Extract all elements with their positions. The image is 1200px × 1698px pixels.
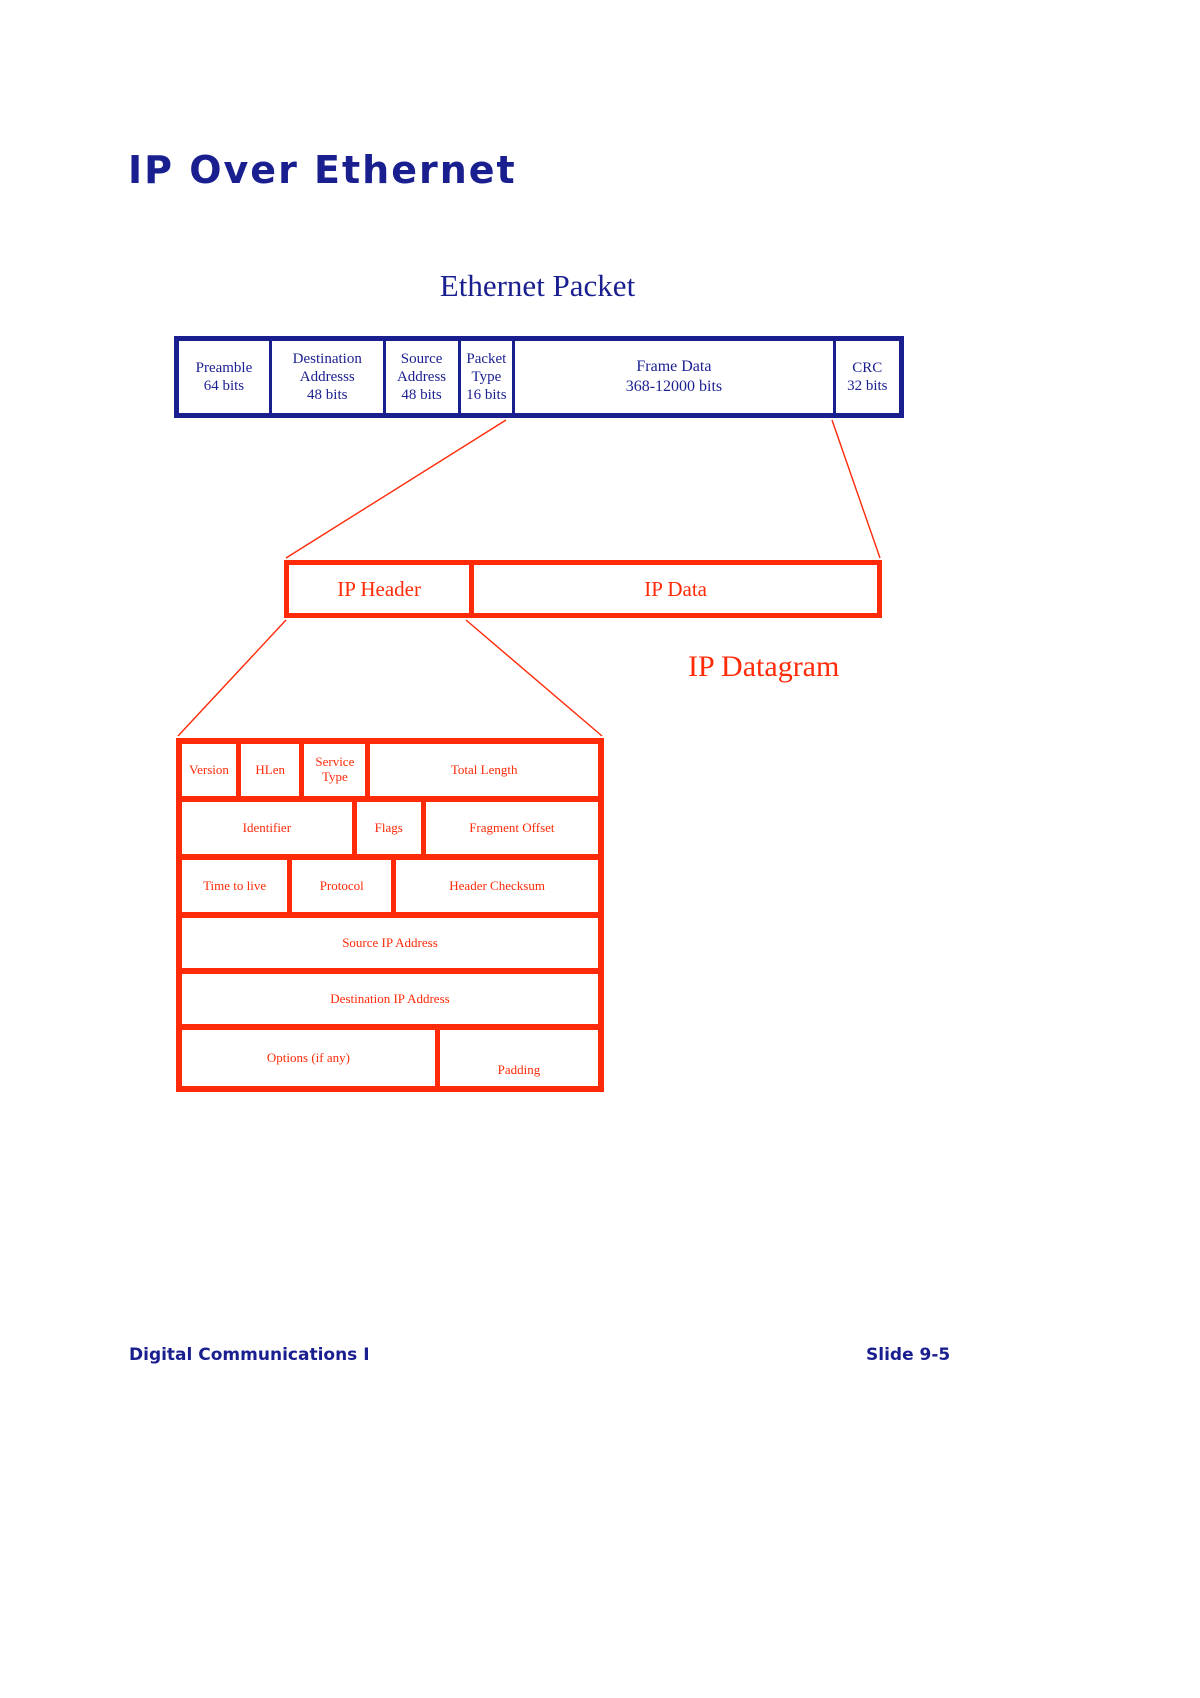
ip-field-service-type-line1: Service (315, 754, 355, 770)
ip-field-time-to-live: Time to live (182, 860, 293, 912)
ethernet-field-frame-data: Frame Data 368-12000 bits (515, 341, 836, 413)
ip-header-row-6: Options (if any) Padding (182, 1030, 598, 1092)
ethernet-packet-heading: Ethernet Packet (439, 268, 636, 303)
ethernet-field-source-line1: Source (400, 350, 443, 367)
ethernet-field-destination-line2: Addresss (299, 368, 355, 385)
ethernet-field-preamble-line2: 64 bits (203, 378, 245, 394)
ip-header-row-3: Time to live Protocol Header Checksum (182, 860, 598, 918)
ethernet-field-destination-line1: Destination (292, 350, 362, 367)
ethernet-field-preamble: Preamble 64 bits (179, 341, 272, 413)
ethernet-field-packet-type-line1: Packet (466, 350, 507, 367)
ip-field-header-checksum: Header Checksum (449, 877, 545, 893)
ethernet-field-crc: CRC 32 bits (836, 341, 899, 413)
ethernet-packet-row: Preamble 64 bits Destination Addresss 48… (174, 336, 904, 418)
ethernet-field-source-line3: 48 bits (401, 387, 442, 404)
ethernet-field-preamble-line1: Preamble (195, 359, 253, 376)
ethernet-field-packet-type-line2: Type (471, 368, 502, 385)
ip-header-cell: IP Header (289, 565, 475, 613)
footer-slide-number: Slide 9-5 (866, 1345, 951, 1365)
ip-header-detail-table: Version HLen Service Type Total Length I… (176, 738, 604, 1092)
ip-datagram-label: IP Datagram (688, 650, 840, 683)
ip-field-service-type: Service Type (304, 744, 371, 796)
ip-header-row-1: Version HLen Service Type Total Length (182, 744, 598, 802)
ip-field-version: Version (182, 744, 242, 796)
ip-header-row-4: Source IP Address (182, 918, 598, 974)
ip-field-protocol: Protocol (292, 860, 397, 912)
page-title: IP Over Ethernet (128, 148, 517, 192)
ip-field-total-length: Total Length (450, 761, 518, 777)
ip-field-identifier: Identifier (182, 802, 357, 854)
ip-header-row-2: Identifier Flags Fragment Offset (182, 802, 598, 860)
ip-field-options: Options (if any) (182, 1030, 440, 1086)
ethernet-field-source-address: Source Address 48 bits (386, 341, 461, 413)
ethernet-field-frame-data-line2: 368-12000 bits (625, 378, 723, 395)
footer-course-name: Digital Communications I (129, 1345, 370, 1365)
ip-datagram-row: IP Header IP Data (284, 560, 882, 618)
ip-header-row-5: Destination IP Address (182, 974, 598, 1030)
ip-field-source-ip-address: Source IP Address (342, 934, 438, 950)
ip-data-cell: IP Data (644, 576, 707, 601)
ip-field-service-type-line2: Type (321, 769, 348, 784)
ethernet-field-packet-type: Packet Type 16 bits (461, 341, 516, 413)
ethernet-field-frame-data-line1: Frame Data (636, 358, 712, 376)
ip-field-destination-ip-address: Destination IP Address (330, 990, 450, 1006)
ethernet-field-source-line2: Address (396, 368, 447, 385)
ip-field-padding: Padding (497, 1062, 541, 1078)
ip-field-hlen: HLen (241, 744, 305, 796)
ethernet-field-packet-type-line3: 16 bits (466, 387, 507, 404)
ethernet-field-destination-address: Destination Addresss 48 bits (272, 341, 386, 413)
ethernet-field-destination-line3: 48 bits (307, 387, 348, 404)
ip-field-fragment-offset: Fragment Offset (469, 819, 555, 835)
ip-field-flags: Flags (357, 802, 426, 854)
ethernet-field-crc-line2: 32 bits (847, 378, 888, 394)
ethernet-field-crc-line1: CRC (852, 359, 883, 376)
